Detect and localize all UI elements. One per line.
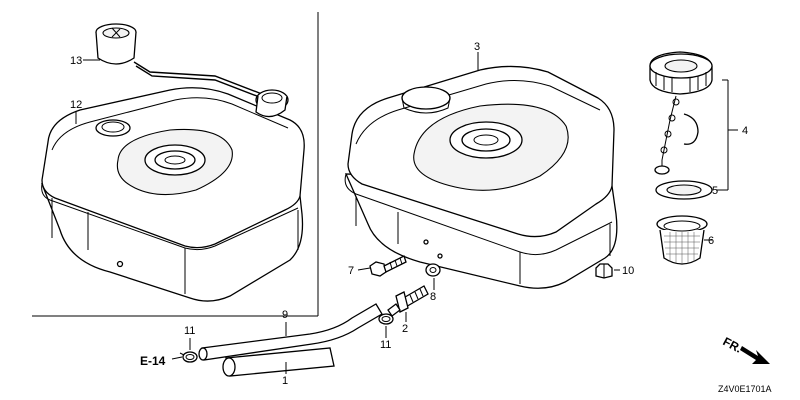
fuel-tank-alternate[interactable] [41, 87, 305, 302]
leader-lines [75, 52, 729, 374]
callout-12: 12 [70, 99, 82, 111]
callout-4: 4 [742, 125, 748, 137]
callout-7: 7 [348, 265, 354, 277]
front-arrow-icon [720, 330, 778, 368]
fuel-gauge-assembly[interactable] [95, 23, 289, 118]
tube-clip-left[interactable] [179, 351, 198, 363]
fuel-cock[interactable] [387, 285, 429, 317]
cap-gasket[interactable] [655, 180, 713, 200]
callout-11-right: 11 [380, 339, 391, 351]
callout-8: 8 [430, 291, 436, 303]
drain-plug[interactable] [595, 263, 613, 279]
callout-9: 9 [282, 309, 288, 321]
fuel-strainer[interactable] [656, 215, 708, 265]
tube-clip-right[interactable] [378, 313, 394, 325]
diagram-code: Z4V0E1701A [718, 384, 772, 394]
callout-5: 5 [712, 185, 718, 197]
reference-label: E-14 [140, 354, 166, 368]
callout-3: 3 [474, 41, 480, 53]
callout-13: 13 [70, 55, 82, 67]
inset-frame [32, 12, 319, 317]
callout-2: 2 [402, 323, 408, 335]
fuel-tank[interactable] [344, 65, 618, 289]
callout-1: 1 [282, 375, 288, 387]
fuel-filler-cap[interactable] [649, 51, 713, 175]
callout-11-left: 11 [184, 325, 195, 337]
callout-10: 10 [622, 265, 634, 277]
washer[interactable] [425, 263, 441, 277]
callout-6: 6 [708, 235, 714, 247]
bolt[interactable] [369, 255, 407, 277]
fuel-tube[interactable] [198, 303, 383, 377]
